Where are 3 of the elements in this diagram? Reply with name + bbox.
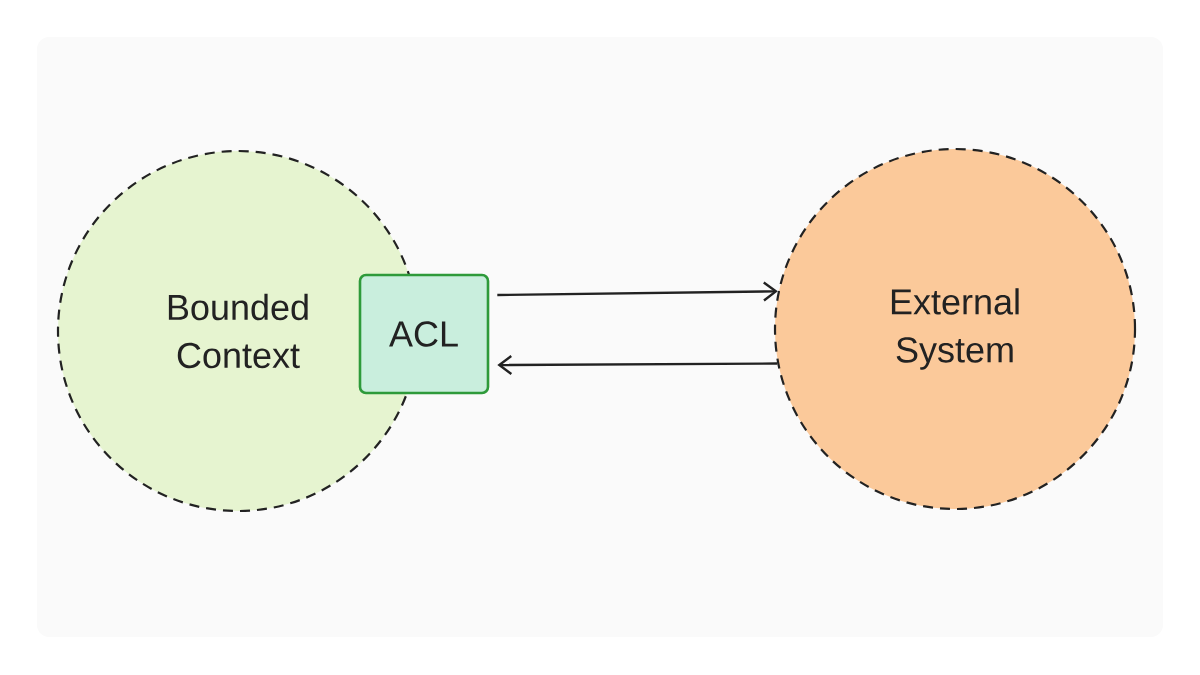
arrow bbox=[497, 281, 778, 302]
acl-box: ACL bbox=[358, 273, 490, 395]
arrow bbox=[497, 354, 778, 375]
